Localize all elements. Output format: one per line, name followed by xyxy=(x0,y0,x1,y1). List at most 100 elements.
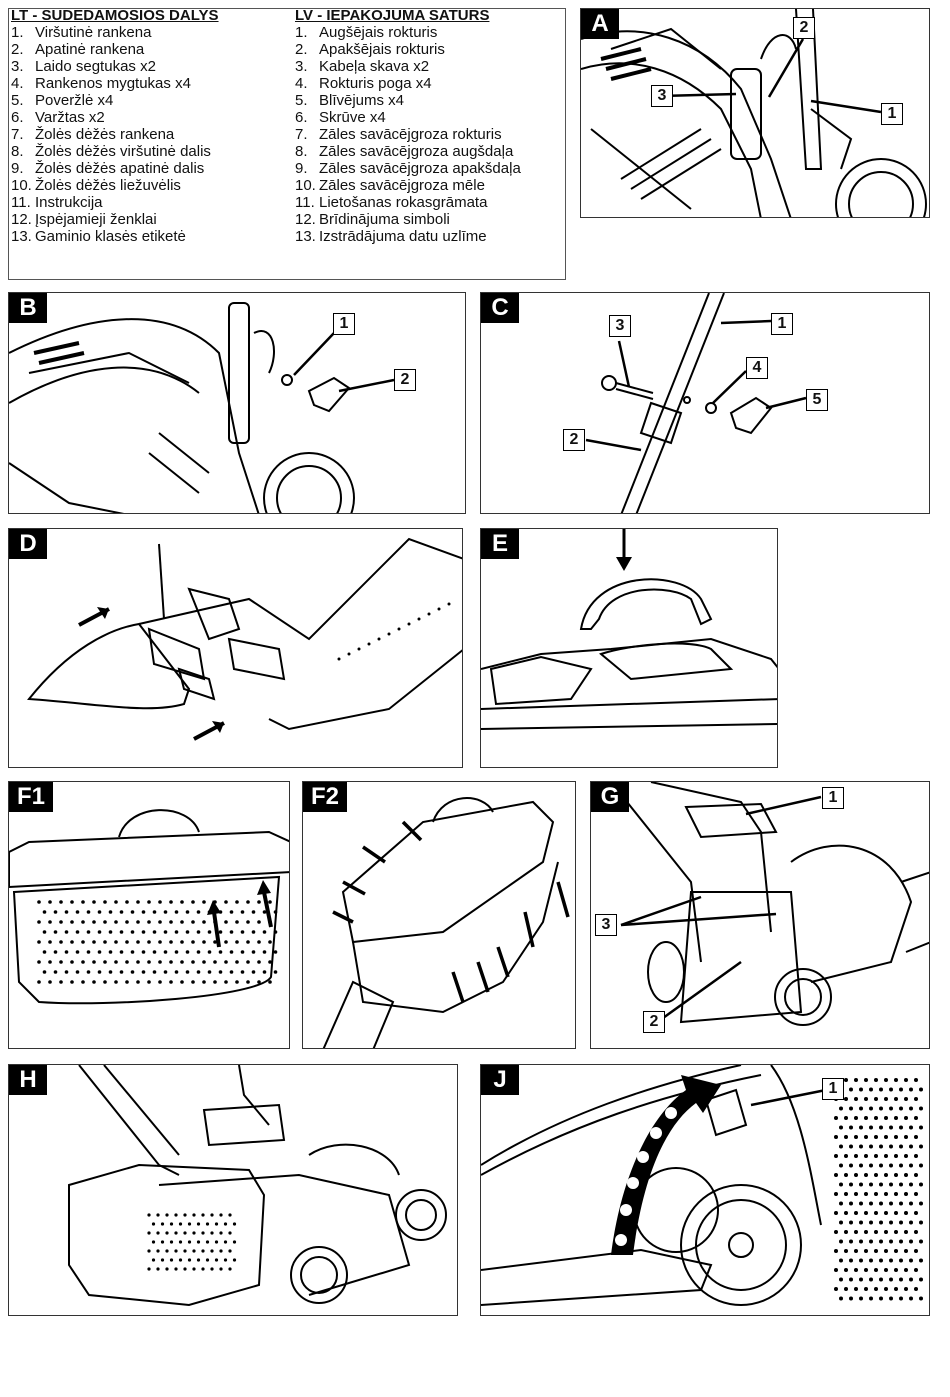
item-number: 8. xyxy=(11,143,24,160)
callout-2: 2 xyxy=(394,369,416,391)
panel-b: B 1 2 xyxy=(8,292,466,514)
parts-list-item: 11.Instrukcija xyxy=(11,194,219,211)
item-number: 8. xyxy=(295,143,308,160)
item-text: Augšējais rokturis xyxy=(319,24,438,41)
item-number: 6. xyxy=(295,109,308,126)
grass-box-handle-illustration xyxy=(481,529,777,730)
panel-label-e: E xyxy=(481,529,519,559)
panel-label-h: H xyxy=(9,1065,47,1095)
grass-box-halves-illustration xyxy=(322,797,570,1048)
parts-list-item: 1.Augšējais rokturis xyxy=(295,24,521,41)
callout-1: 1 xyxy=(822,1078,844,1100)
item-text: Įspėjamieji ženklai xyxy=(35,211,157,228)
parts-list-item: 11.Lietošanas rokasgrāmata xyxy=(295,194,521,211)
panel-j: J 1 xyxy=(480,1064,930,1316)
parts-list-item: 9. Žolės dėžės apatinė dalis xyxy=(11,160,219,177)
item-text: Gaminio klasės etiketė xyxy=(35,228,186,245)
item-text: Lietošanas rokasgrāmata xyxy=(319,194,488,211)
callout-5: 5 xyxy=(806,389,828,411)
item-text: Instrukcija xyxy=(35,194,103,211)
panel-label-f1: F1 xyxy=(9,782,54,812)
parts-list-item: 12.Brīdinājuma simboli xyxy=(295,211,521,228)
parts-list-item: 8.Žolės dėžės viršutinė dalis xyxy=(11,143,219,160)
panel-label-g: G xyxy=(591,782,629,812)
item-number: 3. xyxy=(11,58,24,75)
item-number: 4. xyxy=(295,75,308,92)
item-number: 7. xyxy=(11,126,24,143)
panel-label-b: B xyxy=(9,293,47,323)
attach-grass-box-illustration xyxy=(68,1065,447,1307)
item-number: 7. xyxy=(295,126,308,143)
parts-list-box: LT - SUDEDAMOSIOS DALYS 1. Viršutinė rank… xyxy=(8,8,566,280)
item-text: Blīvējums x4 xyxy=(319,92,405,109)
item-text: Brīdinājuma simboli xyxy=(319,211,450,228)
callout-1: 1 xyxy=(333,313,355,335)
parts-list-item: 10.Žolės dėžės liežuvėlis xyxy=(11,177,219,194)
handle-parts-illustration xyxy=(585,293,807,513)
item-text: Zāles savācējgroza augšdaļa xyxy=(319,143,514,160)
parts-list-item: 6.Varžtas x2 xyxy=(11,109,219,126)
parts-list-item: 2.Apatinė rankena xyxy=(11,41,219,58)
parts-list-item: 12.Įspėjamieji ženklai xyxy=(11,211,219,228)
item-text: Izstrādājuma datu uzlīme xyxy=(319,228,487,245)
callout-2: 2 xyxy=(643,1011,665,1033)
item-text: Poveržlė x4 xyxy=(35,92,114,109)
panel-label-f2: F2 xyxy=(303,782,348,812)
item-text: Zāles savācējgroza rokturis xyxy=(319,126,502,143)
panel-g: G 1 3 2 xyxy=(590,781,930,1049)
mower-handle-illustration xyxy=(581,9,927,217)
item-number: 4. xyxy=(11,75,24,92)
panel-label-c: C xyxy=(481,293,519,323)
item-text: Varžtas x2 xyxy=(35,109,105,126)
parts-list-item: 4.Rokturis poga x4 xyxy=(295,75,521,92)
item-number: 9. xyxy=(11,160,24,177)
item-number: 10. xyxy=(11,177,32,194)
parts-list-item: 1. Viršutinė rankena xyxy=(11,24,219,41)
handle-bolt-illustration xyxy=(9,302,395,513)
item-text: Apatinė rankena xyxy=(35,41,145,58)
parts-list-item: 5. Poveržlė x4 xyxy=(11,92,219,109)
callout-2: 2 xyxy=(563,429,585,451)
item-number: 3. xyxy=(295,58,308,75)
item-text: Žolės dėžės apatinė dalis xyxy=(35,160,205,177)
item-number: 5. xyxy=(11,92,24,109)
item-number: 1. xyxy=(11,24,24,41)
parts-list-item: 7. Zāles savācējgroza rokturis xyxy=(295,126,521,143)
parts-list-item: 8. Zāles savācējgroza augšdaļa xyxy=(295,143,521,160)
parts-list-item: 10.Zāles savācējgroza mēle xyxy=(295,177,521,194)
parts-list-item: 5.Blīvējums x4 xyxy=(295,92,521,109)
panel-label-a: A xyxy=(581,9,619,39)
item-number: 11. xyxy=(11,194,31,211)
parts-list-heading: LT - SUDEDAMOSIOS DALYS xyxy=(11,8,219,24)
item-text: Žolės dėžės liežuvėlis xyxy=(35,177,181,194)
parts-list-item: 3. Laido segtukas x2 xyxy=(11,58,219,75)
mower-rear-illustration xyxy=(610,782,929,1026)
item-number: 9. xyxy=(295,160,308,177)
ventilation-holes xyxy=(147,1213,237,1271)
panel-label-d: D xyxy=(9,529,47,559)
parts-list-lt: LT - SUDEDAMOSIOS DALYS 1. Viršutinė rank… xyxy=(11,8,219,245)
parts-list-lv: LV - IEPAKOJUMA SATURS 1.Augšējais roktu… xyxy=(295,8,521,245)
callout-3: 3 xyxy=(651,85,673,107)
callout-1: 1 xyxy=(881,103,903,125)
parts-list-item: 2.Apakšējais rokturis xyxy=(295,41,521,58)
item-number: 12. xyxy=(11,211,32,228)
item-number: 11. xyxy=(295,194,315,211)
item-text: Laido segtukas x2 xyxy=(35,58,156,75)
item-text: Rankenos mygtukas x4 xyxy=(35,75,191,92)
callout-2: 2 xyxy=(793,17,815,39)
callout-3: 3 xyxy=(595,914,617,936)
panel-h: H xyxy=(8,1064,458,1316)
callout-4: 4 xyxy=(746,357,768,379)
item-text: Skrūve x4 xyxy=(319,109,386,126)
item-text: Kabeļa skava x2 xyxy=(319,58,430,75)
item-text: Zāles savācējgroza apakšdaļa xyxy=(319,160,521,177)
ventilation-holes xyxy=(834,1078,923,1301)
item-text: Viršutinė rankena xyxy=(35,24,152,41)
parts-list-item: 6. Skrūve x4 xyxy=(295,109,521,126)
panel-f2: F2 xyxy=(302,781,576,1049)
height-adjust-illustration xyxy=(481,1065,923,1306)
parts-list-heading: LV - IEPAKOJUMA SATURS xyxy=(295,8,490,24)
